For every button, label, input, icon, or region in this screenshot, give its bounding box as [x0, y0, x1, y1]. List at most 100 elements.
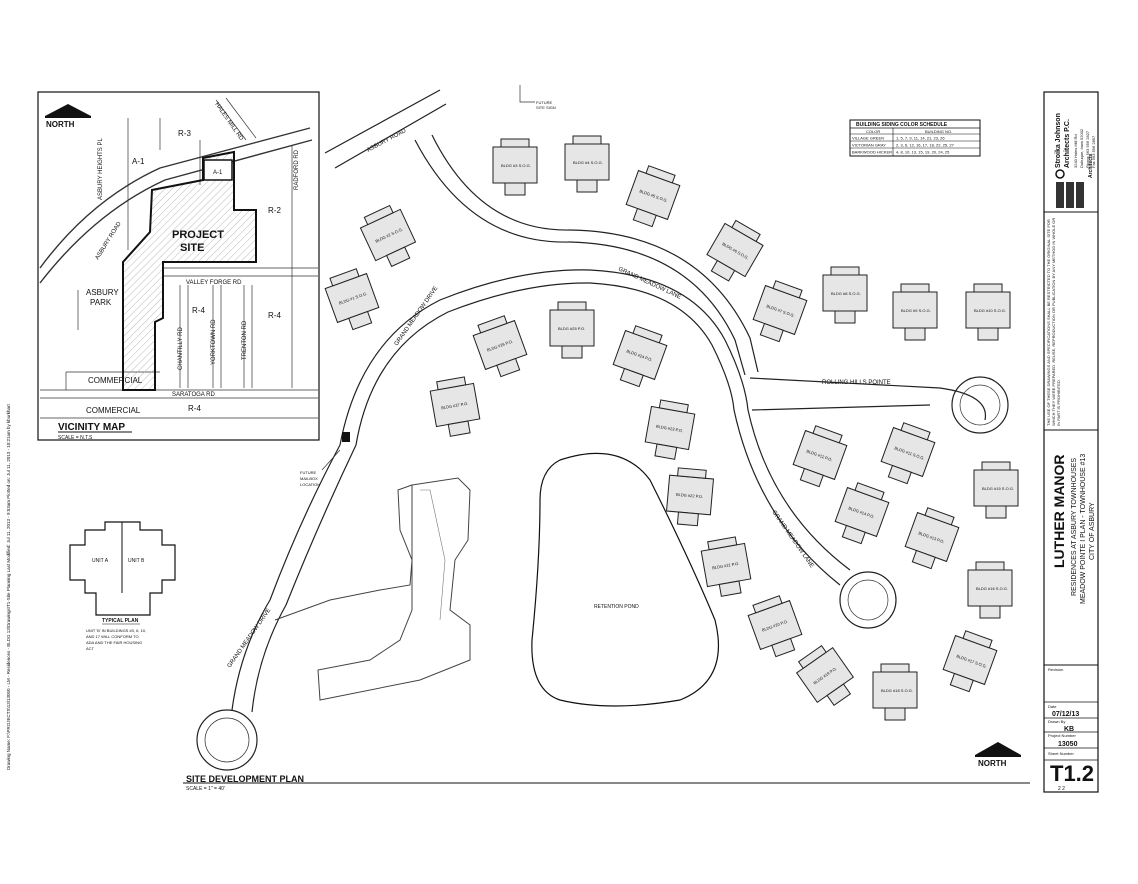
- typical-note-3: ADA AND THE FAIR HOUSING: [86, 640, 142, 645]
- svg-text:BLDG #23 P.O.: BLDG #23 P.O.: [656, 424, 684, 434]
- color-schedule: BUILDING SIDING COLOR SCHEDULE COLOR BUI…: [849, 119, 981, 157]
- unit-a-label: UNIT A: [92, 558, 109, 564]
- trenton-label: TRENTON RD: [242, 320, 248, 360]
- cul-de-sac-west: [196, 709, 258, 771]
- commercial-label-2: COMMERCIAL: [86, 406, 141, 415]
- project-title: LUTHER MANOR: [1051, 454, 1067, 568]
- building-20: BLDG #20 P.O.: [747, 595, 803, 658]
- project-site-label-2: SITE: [180, 242, 204, 254]
- commercial-label-1: COMMERCIAL: [88, 376, 143, 385]
- building-11: BLDG #11 S.O.G.: [880, 422, 936, 485]
- firm-address-1: 3240 Hales Mill Rd: [1073, 134, 1078, 168]
- building-22: BLDG #22 P.O.: [665, 467, 715, 527]
- sheet-number: T1.2: [1050, 761, 1094, 786]
- valley-forge-label: VALLEY FORGE RD: [186, 280, 242, 286]
- zone-r2: R-2: [268, 206, 281, 215]
- building-18: BLDG #18 S.O.G.: [872, 663, 918, 721]
- typical-note-1: UNIT 'B' IN BUILDINGS #3, 6, 10,: [86, 628, 146, 633]
- rolling-hills-label: ROLLING HILLS POINTE: [822, 380, 891, 386]
- svg-text:BLDG #27 P.O.: BLDG #27 P.O.: [441, 401, 469, 411]
- building-27: BLDG #27 P.O.: [429, 376, 481, 437]
- logo-text: Architects: [1088, 153, 1094, 178]
- grand-meadow-lane-east: [747, 409, 851, 571]
- cul-de-sac-northeast: [951, 376, 1009, 434]
- svg-text:BLDG #21 P.O.: BLDG #21 P.O.: [712, 561, 740, 571]
- building-23: BLDG #23 P.O.: [644, 399, 696, 460]
- svg-text:BLDG #9 S.O.G.: BLDG #9 S.O.G.: [901, 308, 931, 313]
- project-site-label-1: PROJECT: [172, 229, 224, 241]
- retention-pond: [531, 452, 719, 707]
- future-sign-2: SITE SIGN: [536, 105, 556, 110]
- vicinity-frame: [37, 91, 320, 441]
- svg-text:BLDG #4 S.O.G.: BLDG #4 S.O.G.: [573, 160, 603, 165]
- site-plan-title: SITE DEVELOPMENT PLAN: [186, 774, 304, 784]
- building-6: BLDG #6 S.O.G.: [706, 219, 764, 282]
- title-block: Architects Stroika Johnson Architects P.…: [1043, 91, 1099, 793]
- vicinity-map: NORTH A-1 PROJECT SITE R-3 A-1 R-2 R-4: [37, 91, 320, 441]
- asbury-road-line: [39, 127, 311, 269]
- drawn-label: Drawn By: [1048, 719, 1065, 724]
- schedule-row-2-buildings: 2, 3, 6, 12, 16, 17, 18, 22, 25, 27: [896, 143, 955, 148]
- building-8: BLDG #8 S.O.G.: [822, 266, 868, 324]
- firm-logo-icon: [1055, 169, 1084, 208]
- building-5: BLDG #5 S.O.G.: [625, 165, 681, 228]
- schedule-row-3-buildings: 4, 8, 10, 13, 15, 19, 20, 24, 25: [896, 150, 950, 155]
- hales-mill-label: HALES MILL RD: [213, 102, 244, 143]
- site-north-arrow-icon: [975, 742, 1021, 757]
- building-4: BLDG #4 S.O.G.: [564, 135, 610, 193]
- building-19: BLDG #19 P.O.: [795, 644, 855, 707]
- mailbox-label-1: FUTURE: [300, 470, 317, 475]
- vicinity-scale: SCALE = N.T.S: [58, 435, 93, 441]
- chantilly-label: CHANTILLY RD: [178, 327, 184, 370]
- building-1: BLDG #1 S.O.G.: [324, 268, 380, 331]
- color-header: COLOR: [866, 129, 880, 134]
- building-15: BLDG #15 S.O.G.: [973, 461, 1019, 519]
- site-plan: ASBURY ROAD FUTURE SITE SIGN GRAND MEADO…: [183, 85, 1030, 792]
- building-10: BLDG #10 S.O.G.: [965, 283, 1011, 341]
- rolling-hills-pointe: [749, 377, 987, 421]
- project-subtitle-1: RESIDENCES AT ASBURY TOWNHOUSES: [1071, 458, 1078, 596]
- unit-b-label: UNIT B: [128, 558, 145, 564]
- project-subtitle-2: MEADOW POINTE I PLAN - TOWNHOUSE #13: [1080, 454, 1087, 604]
- svg-text:BLDG #16 S.O.G.: BLDG #16 S.O.G.: [976, 586, 1008, 591]
- project-site-parcel: [122, 150, 257, 391]
- typical-plan: UNIT A UNIT B TYPICAL PLAN UNIT 'B' IN B…: [69, 521, 176, 651]
- firm-address-3: Phone 563 556 2827: [1085, 130, 1090, 168]
- existing-apartment-building: [317, 477, 471, 701]
- asbury-road-vicinity-label: ASBURY ROAD: [95, 220, 123, 261]
- grand-meadow-drive-label-2: GRAND MEADOW DRIVE: [227, 608, 273, 670]
- retention-pond-label: RETENTION POND: [594, 604, 639, 610]
- typical-note-4: ACT: [86, 646, 95, 651]
- zone-r3: R-3: [178, 129, 191, 138]
- date-label: Date: [1048, 704, 1057, 709]
- building-3: BLDG #3 S.O.G.: [492, 138, 538, 196]
- project-no-value: 13050: [1058, 741, 1078, 748]
- schedule-row-3-color: BARKWOOD HICKER: [852, 150, 892, 155]
- sheet-label: Sheet Number: [1048, 751, 1074, 756]
- grand-meadow-drive-label-1: GRAND MEADOW DRIVE: [394, 286, 440, 348]
- color-schedule-title: BUILDING SIDING COLOR SCHEDULE: [856, 122, 948, 128]
- firm-name-1: Stroika Johnson: [1055, 113, 1062, 168]
- schedule-row-1-buildings: 1, 5, 7, 9, 11, 14, 21, 23, 26: [896, 136, 945, 141]
- site-plan-scale: SCALE = 1" = 40': [186, 786, 225, 792]
- building-26: BLDG #26 P.O.: [472, 315, 528, 378]
- svg-text:BLDG #18 S.O.G.: BLDG #18 S.O.G.: [881, 688, 913, 693]
- asbury-park-label-1: ASBURY: [86, 288, 119, 297]
- asbury-road: [324, 89, 441, 154]
- svg-text:BLDG #3 S.O.G.: BLDG #3 S.O.G.: [501, 163, 531, 168]
- svg-text:BLDG #15 S.O.G.: BLDG #15 S.O.G.: [982, 486, 1014, 491]
- buildings: BLDG #2 S.O.G. BLDG #1 S.O.G. BLDG #3 S.…: [324, 135, 1019, 721]
- building-2: BLDG #2 S.O.G.: [359, 204, 417, 268]
- building-21: BLDG #21 P.O.: [700, 536, 752, 597]
- saratoga-label: SARATOGA RD: [172, 392, 215, 398]
- yorktown-label: YORKTOWN RD: [211, 319, 217, 365]
- drawn-value: KB: [1064, 726, 1074, 733]
- zone-r4-center: R-4: [192, 306, 205, 315]
- svg-text:BLDG #25 P.O.: BLDG #25 P.O.: [558, 326, 585, 331]
- sheet-of: 2 2: [1058, 786, 1065, 792]
- vicinity-north-label: NORTH: [46, 120, 75, 129]
- zone-r4-south: R-4: [188, 404, 201, 413]
- typical-note-2: AND 17 WILL CONFORM TO: [86, 634, 139, 639]
- asbury-heights-label: ASBURY HEIGHTS PL: [98, 138, 104, 200]
